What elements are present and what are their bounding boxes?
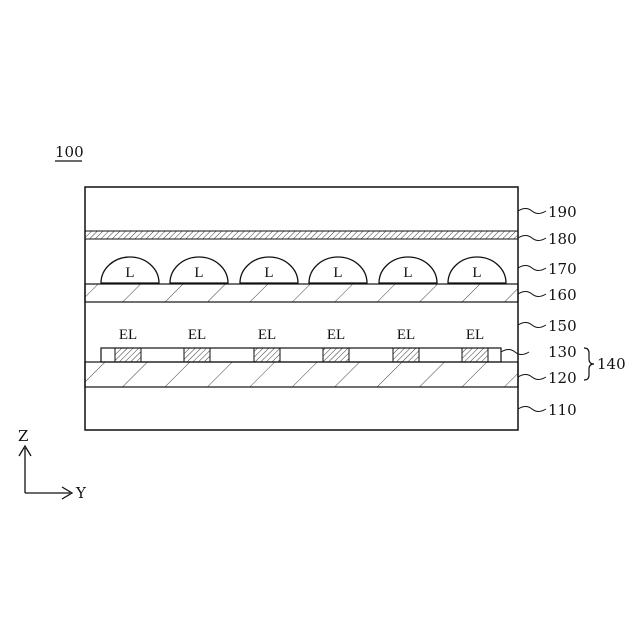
element-label: EL bbox=[327, 327, 345, 343]
leader-120 bbox=[518, 375, 546, 380]
leader-190 bbox=[518, 209, 546, 214]
axis-indicator: Z Y bbox=[18, 427, 87, 502]
light-element bbox=[323, 348, 349, 362]
lens-label: L bbox=[264, 265, 273, 281]
layer-120 bbox=[85, 362, 518, 387]
element-label: EL bbox=[466, 327, 484, 343]
label-140: 140 bbox=[597, 355, 626, 373]
leader-130 bbox=[501, 350, 529, 355]
lens-label: L bbox=[333, 265, 342, 281]
leader-160 bbox=[518, 292, 546, 297]
light-element bbox=[393, 348, 419, 362]
label-180: 180 bbox=[548, 230, 577, 248]
light-element bbox=[462, 348, 488, 362]
label-110: 110 bbox=[548, 401, 577, 419]
lens-label: L bbox=[472, 265, 481, 281]
lens-label: L bbox=[194, 265, 203, 281]
layer-180 bbox=[85, 231, 518, 239]
leader-150 bbox=[518, 323, 546, 328]
leader-110 bbox=[518, 407, 546, 412]
layer-130 bbox=[101, 348, 501, 362]
label-160: 160 bbox=[548, 286, 577, 304]
light-element bbox=[115, 348, 141, 362]
label-170: 170 bbox=[548, 260, 577, 278]
light-element bbox=[184, 348, 210, 362]
group-brace bbox=[584, 348, 594, 380]
label-120: 120 bbox=[548, 369, 577, 387]
label-130: 130 bbox=[548, 343, 577, 361]
light-element bbox=[254, 348, 280, 362]
layer-160 bbox=[85, 284, 518, 302]
element-label: EL bbox=[258, 327, 276, 343]
z-axis-label: Z bbox=[18, 427, 28, 445]
element-label-row: EL EL EL EL EL EL bbox=[119, 327, 484, 343]
figure-ref-number: 100 bbox=[55, 143, 84, 161]
leader-180 bbox=[518, 236, 546, 241]
element-label: EL bbox=[119, 327, 137, 343]
element-label: EL bbox=[397, 327, 415, 343]
label-190: 190 bbox=[548, 203, 577, 221]
y-axis-label: Y bbox=[75, 484, 87, 502]
stack-outline bbox=[85, 187, 518, 430]
label-150: 150 bbox=[548, 317, 577, 335]
lens-label: L bbox=[125, 265, 134, 281]
element-label: EL bbox=[188, 327, 206, 343]
leader-170 bbox=[518, 266, 546, 271]
lens-row: L L L L L L bbox=[101, 257, 506, 283]
lens-label: L bbox=[403, 265, 412, 281]
